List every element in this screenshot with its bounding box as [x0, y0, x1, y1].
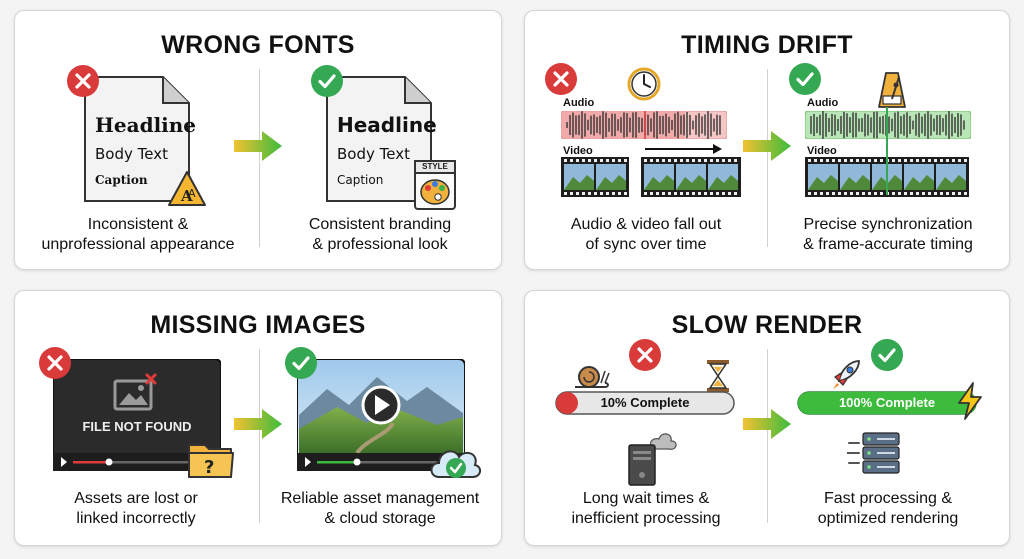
- good-caption: Precise synchronization& frame-accurate …: [803, 216, 973, 253]
- error-x-icon: [629, 339, 661, 371]
- error-x-icon: [545, 63, 577, 95]
- drift-arrow-icon: [645, 143, 723, 155]
- panel-title: MISSING IMAGES: [150, 311, 366, 339]
- svg-text:A: A: [180, 187, 193, 205]
- good-caption: Consistent branding& professional look: [308, 216, 452, 253]
- panel-slow-render: SLOW RENDER 10% Complete: [524, 290, 1010, 546]
- video-track-unsynced: [561, 157, 741, 197]
- panel-missing-images: MISSING IMAGES FILE NOT FOUND ? Assets a…: [14, 290, 502, 546]
- doc-headline: Headline: [337, 113, 437, 137]
- not-found-text: FILE NOT FOUND: [82, 419, 192, 434]
- right-arrow-icon: [234, 131, 282, 161]
- divider: [767, 69, 768, 247]
- inconsistent-document: Headline Body Text Caption: [81, 73, 197, 205]
- check-icon: [789, 63, 821, 95]
- font-warning-icon: A A: [167, 169, 207, 209]
- video-label: Video: [807, 145, 837, 157]
- check-icon: [871, 339, 903, 371]
- check-icon: [285, 347, 317, 379]
- metronome-icon: [877, 69, 907, 109]
- broken-video-player: FILE NOT FOUND: [53, 359, 221, 471]
- lightning-icon: [955, 381, 985, 421]
- clock-icon: [627, 67, 661, 101]
- server-rack-icon: [847, 431, 907, 475]
- divider: [259, 349, 260, 523]
- folder-question-icon: ?: [187, 439, 235, 479]
- right-arrow-icon: [743, 131, 791, 161]
- doc-caption: Caption: [337, 173, 384, 187]
- check-icon: [311, 65, 343, 97]
- hourglass-icon: [705, 359, 731, 393]
- consistent-document: Headline Body Text Caption: [323, 73, 437, 205]
- style-guide-icon: STYLE: [413, 159, 457, 211]
- doc-caption: Caption: [95, 173, 148, 187]
- slow-progress-label: 10% Complete: [600, 395, 690, 410]
- right-arrow-icon: [743, 409, 791, 439]
- panel-wrong-fonts: WRONG FONTS Headline Body Text Caption A…: [14, 10, 502, 270]
- audio-track-unsynced: [561, 111, 727, 139]
- fast-progress-label: 100% Complete: [838, 395, 936, 410]
- good-caption: Fast processing &optimized rendering: [817, 490, 959, 527]
- slow-progress-bar: [555, 391, 735, 415]
- panel-timing-drift: TIMING DRIFT Audio Video Audio & video f…: [524, 10, 1010, 270]
- rocket-icon: [827, 357, 863, 393]
- doc-body-text: Body Text: [337, 145, 410, 163]
- right-arrow-icon: [234, 409, 282, 439]
- style-tag: STYLE: [422, 162, 448, 171]
- panel-title: SLOW RENDER: [671, 311, 863, 339]
- svg-text:A: A: [188, 187, 196, 200]
- cloud-check-icon: [427, 441, 483, 481]
- fast-progress-bar: [797, 391, 977, 415]
- good-caption: Reliable asset management& cloud storage: [280, 490, 480, 527]
- video-player-landscape: [297, 359, 465, 471]
- video-label: Video: [563, 145, 593, 157]
- doc-headline: Headline: [95, 113, 197, 137]
- divider: [767, 349, 768, 523]
- overheating-computer-icon: [623, 427, 679, 487]
- bad-caption: Long wait times &inefficient processing: [571, 490, 721, 527]
- svg-text:?: ?: [204, 457, 214, 478]
- panel-title: WRONG FONTS: [161, 31, 355, 59]
- sync-line: [885, 107, 889, 195]
- divider: [259, 69, 260, 247]
- doc-body-text: Body Text: [95, 145, 168, 163]
- error-x-icon: [67, 65, 99, 97]
- error-x-icon: [39, 347, 71, 379]
- audio-label: Audio: [563, 97, 595, 109]
- panel-title: TIMING DRIFT: [681, 31, 853, 59]
- audio-label: Audio: [807, 97, 839, 109]
- bad-caption: Inconsistent &unprofessional appearance: [41, 216, 235, 253]
- snail-icon: [571, 363, 611, 391]
